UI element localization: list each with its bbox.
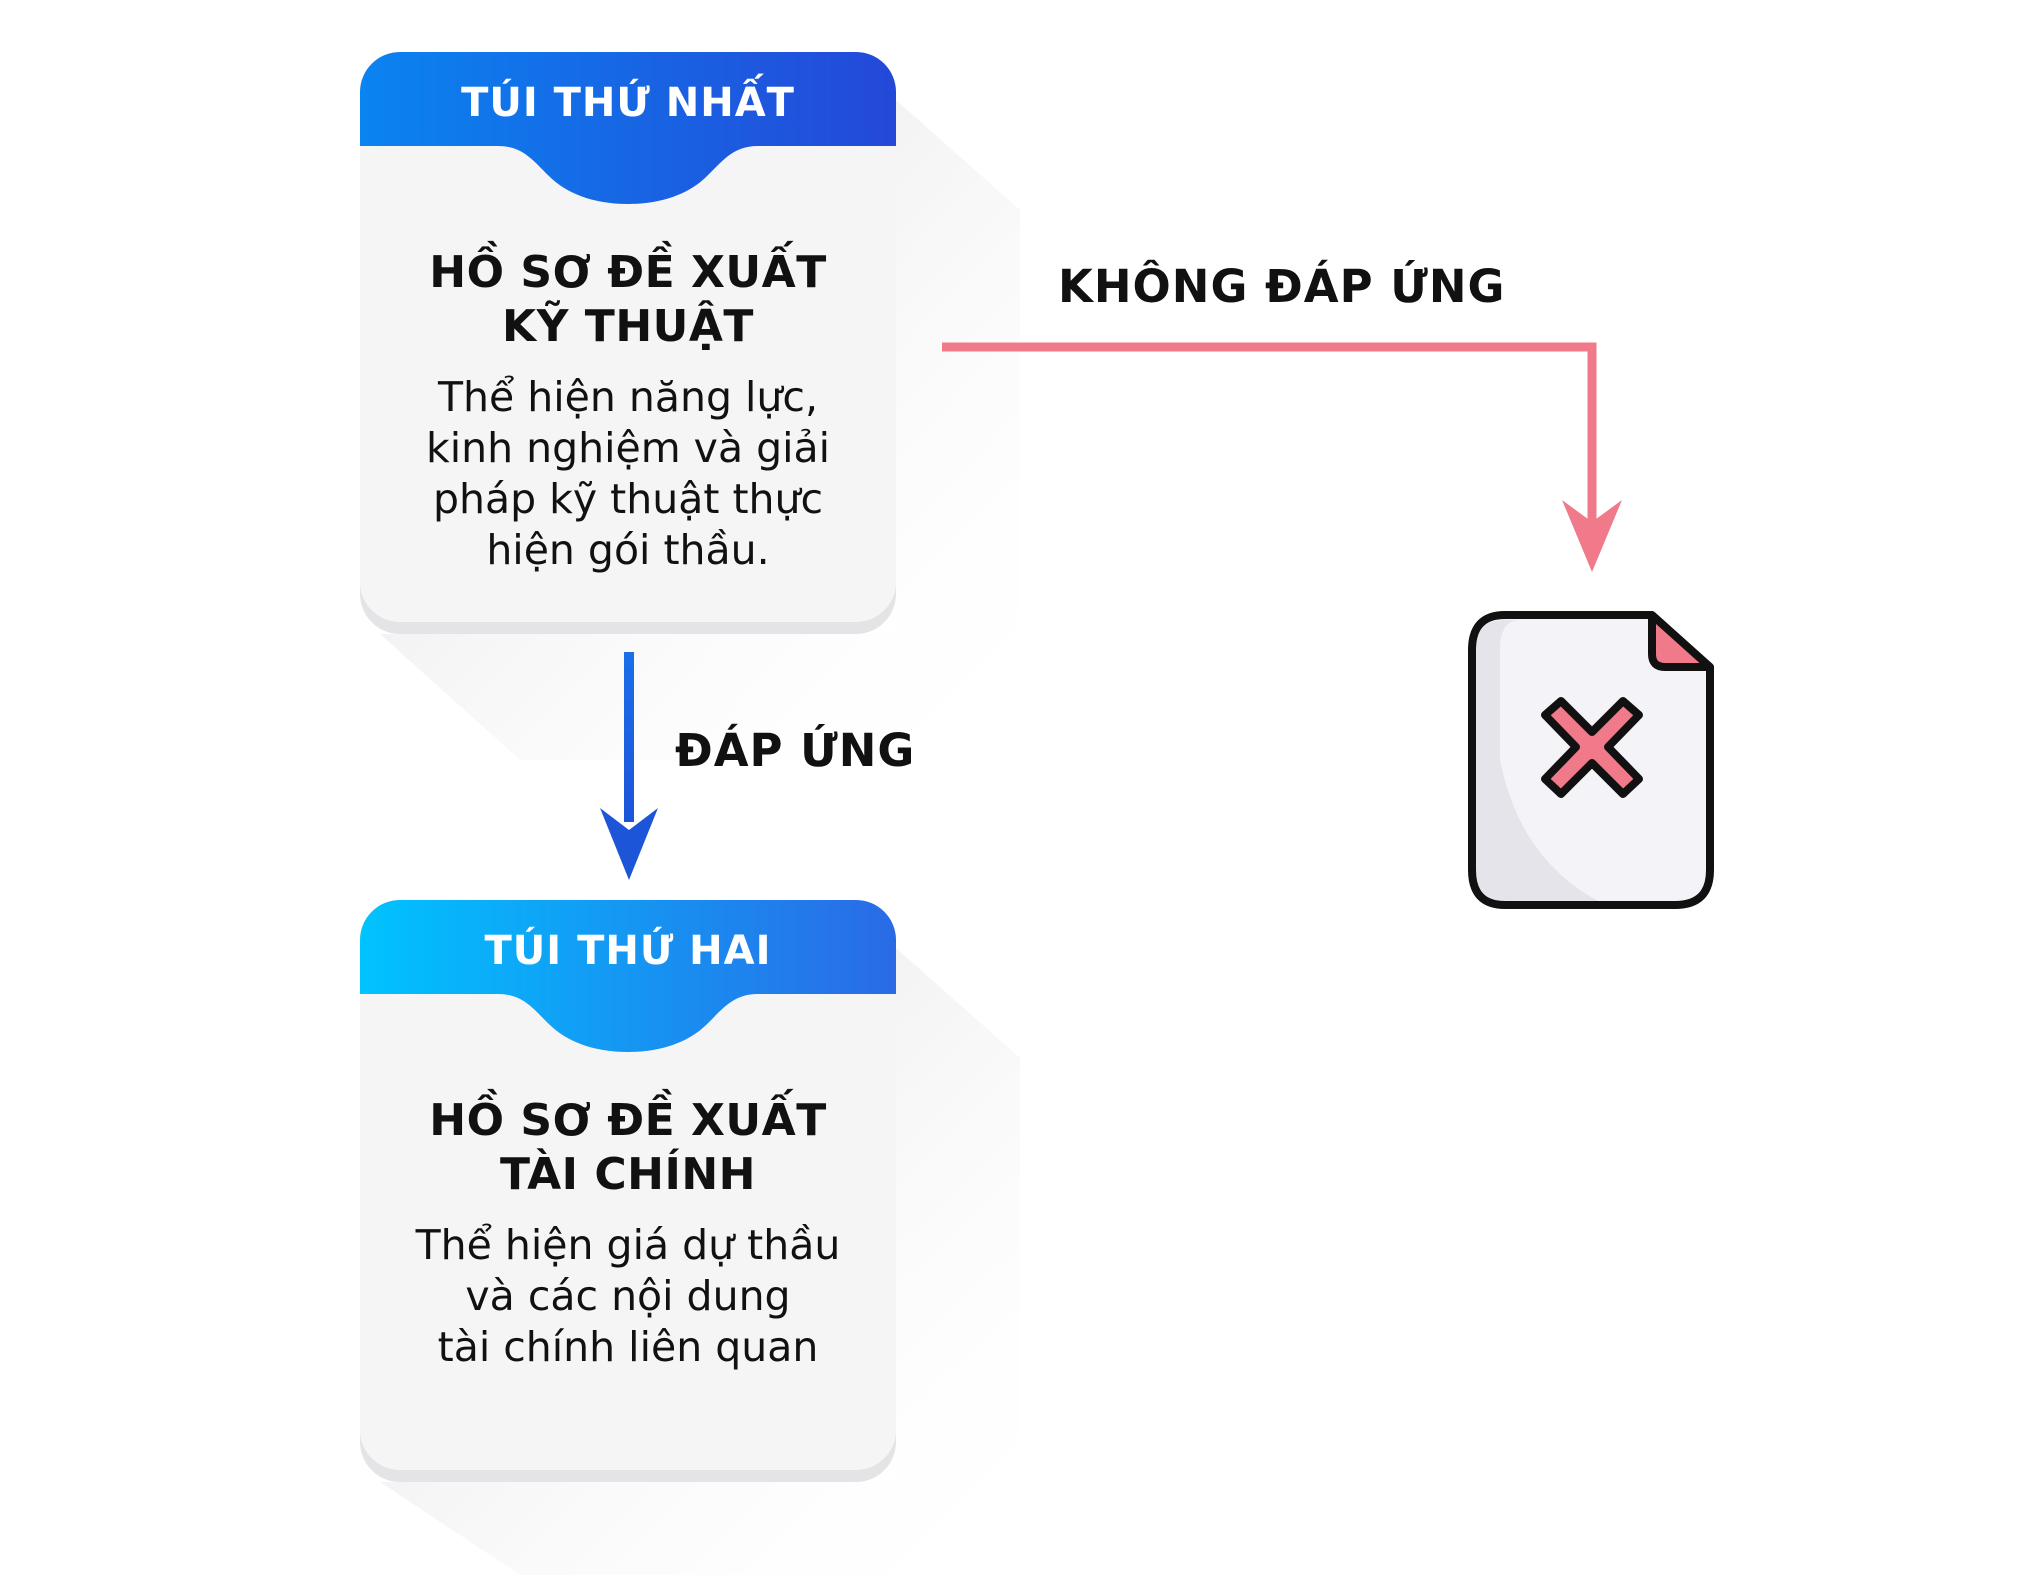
card-description: Thể hiện giá dự thầu và các nội dung tài…	[370, 1220, 886, 1373]
card-header-band	[360, 900, 896, 1052]
card-description: Thể hiện năng lực, kinh nghiệm và giải p…	[370, 372, 886, 576]
card-desc-line: tài chính liên quan	[437, 1323, 819, 1371]
fail-label: KHÔNG ĐÁP ỨNG	[1058, 260, 1506, 313]
card-title-line: KỸ THUẬT	[502, 301, 754, 352]
card-desc-line: và các nội dung	[465, 1272, 791, 1320]
card-desc-line: hiện gói thầu.	[486, 526, 770, 574]
pass-label: ĐÁP ỨNG	[675, 724, 916, 777]
card-desc-line: Thể hiện năng lực,	[437, 373, 818, 421]
card-technical-content: HỒ SƠ ĐỀ XUẤT KỸ THUẬT Thể hiện năng lực…	[370, 246, 886, 576]
cross-mark	[1541, 697, 1643, 798]
card-body	[360, 52, 896, 622]
card-shadow	[380, 948, 1020, 1575]
pass-arrow	[600, 652, 658, 880]
card-header-label: TÚI THỨ HAI	[485, 926, 772, 974]
card-shadow	[380, 100, 1020, 760]
card-header-label: TÚI THỨ NHẤT	[461, 72, 795, 126]
card-financial-content: HỒ SƠ ĐỀ XUẤT TÀI CHÍNH Thể hiện giá dự …	[370, 1094, 886, 1373]
card-desc-line: Thể hiện giá dự thầu	[415, 1221, 841, 1269]
card-desc-line: pháp kỹ thuật thực	[432, 475, 824, 523]
card-title: HỒ SƠ ĐỀ XUẤT TÀI CHÍNH	[370, 1094, 886, 1202]
card-header-band	[360, 52, 896, 204]
rejected-document-icon	[1468, 611, 1714, 909]
card-desc-line: kinh nghiệm và giải	[425, 424, 831, 472]
fail-arrow	[942, 342, 1622, 572]
card-title-line: HỒ SƠ ĐỀ XUẤT	[429, 1095, 827, 1146]
card-title: HỒ SƠ ĐỀ XUẤT KỸ THUẬT	[370, 246, 886, 354]
card-title-line: HỒ SƠ ĐỀ XUẤT	[429, 247, 827, 298]
card-body	[360, 900, 896, 1470]
card-financial-proposal	[360, 900, 1020, 1575]
card-technical-proposal	[360, 52, 1020, 760]
card-title-line: TÀI CHÍNH	[500, 1149, 756, 1200]
